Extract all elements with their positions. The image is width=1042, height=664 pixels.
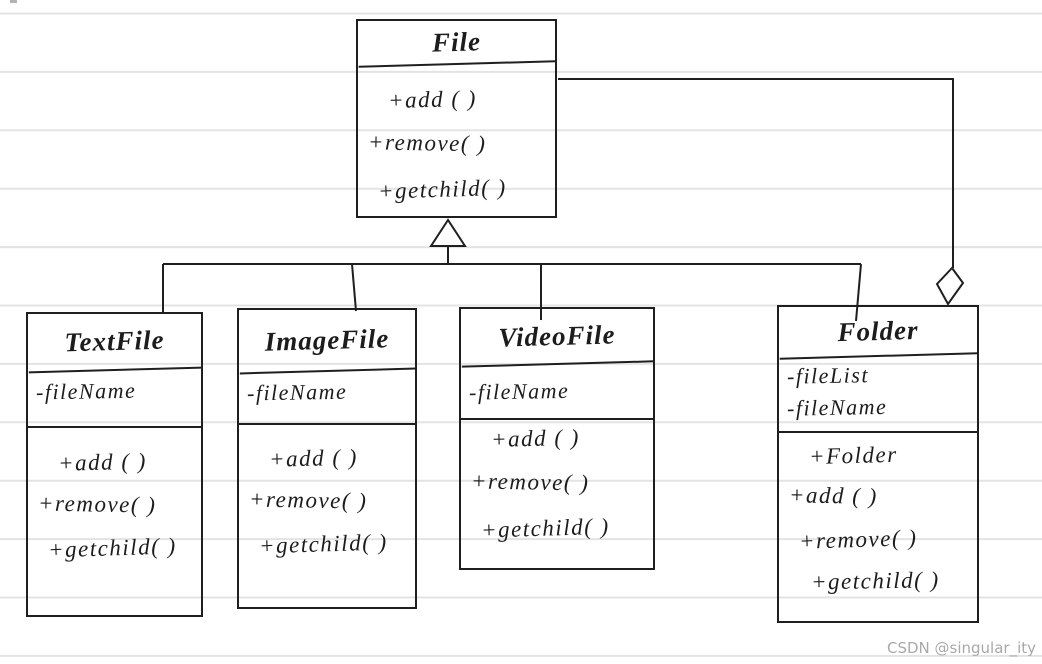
aggregation-diamond-icon [935,266,965,306]
attribute-item: -fileName [246,378,348,406]
method-item: +getchild( ) [258,529,389,559]
class-box-folder: Folder -fileList -fileName +Folder +add … [777,304,979,623]
inheritance-bus-line [162,263,862,322]
attributes-compartment: -fileName [461,365,653,420]
method-item: +getchild( ) [480,513,611,543]
class-box-videofile: VideoFile -fileName +add ( ) +remove( ) … [459,306,655,570]
method-item: +getchild( ) [377,174,508,204]
method-item: +remove( ) [798,525,918,554]
class-title: VideoFile [460,306,654,368]
aggregation-line [558,78,954,268]
method-item: +add ( ) [490,424,581,452]
method-item: +remove( ) [470,468,590,496]
method-item: +add ( ) [387,85,478,114]
class-box-file: File +add ( ) +remove( ) +getchild( ) [356,18,557,218]
method-item: +getchild( ) [810,567,940,595]
method-item: +remove( ) [248,486,368,514]
attributes-compartment: -fileName [28,371,201,428]
method-item: +add ( ) [268,444,359,472]
attribute-item: -fileName [786,393,888,421]
method-item: +remove( ) [367,129,487,157]
methods-compartment: +add ( ) +remove( ) +getchild( ) [239,425,415,607]
generalization-triangle-icon [429,218,467,247]
methods-compartment: +add ( ) +remove( ) +getchild( ) [358,65,555,216]
class-title: TextFile [27,311,202,374]
attribute-item: -fileName [35,377,137,405]
methods-compartment: +add ( ) +remove( ) +getchild( ) [28,428,201,615]
methods-compartment: +add ( ) +remove( ) +getchild( ) [461,420,653,568]
ruled-lines [0,12,1042,657]
method-item: +add ( ) [788,482,879,509]
method-item: +getchild( ) [47,533,178,563]
stray-mark [10,0,17,3]
method-item: +add ( ) [57,448,148,476]
class-box-imagefile: ImageFile -fileName +add ( ) +remove( ) … [237,307,417,609]
attribute-item: -fileList [786,362,870,389]
method-item: +remove( ) [37,490,157,518]
attribute-item: -fileName [468,377,570,405]
class-box-textfile: TextFile -fileName +add ( ) +remove( ) +… [26,311,203,617]
csdn-watermark: CSDN @singular_ity [886,639,1036,657]
class-title: Folder [778,304,978,360]
attributes-compartment: -fileList -fileName [779,357,977,433]
class-title: ImageFile [238,307,416,375]
class-title: File [357,18,556,68]
methods-compartment: +Folder +add ( ) +remove( ) +getchild( ) [779,433,977,621]
attributes-compartment: -fileName [239,372,415,425]
method-item: +Folder [808,441,898,470]
